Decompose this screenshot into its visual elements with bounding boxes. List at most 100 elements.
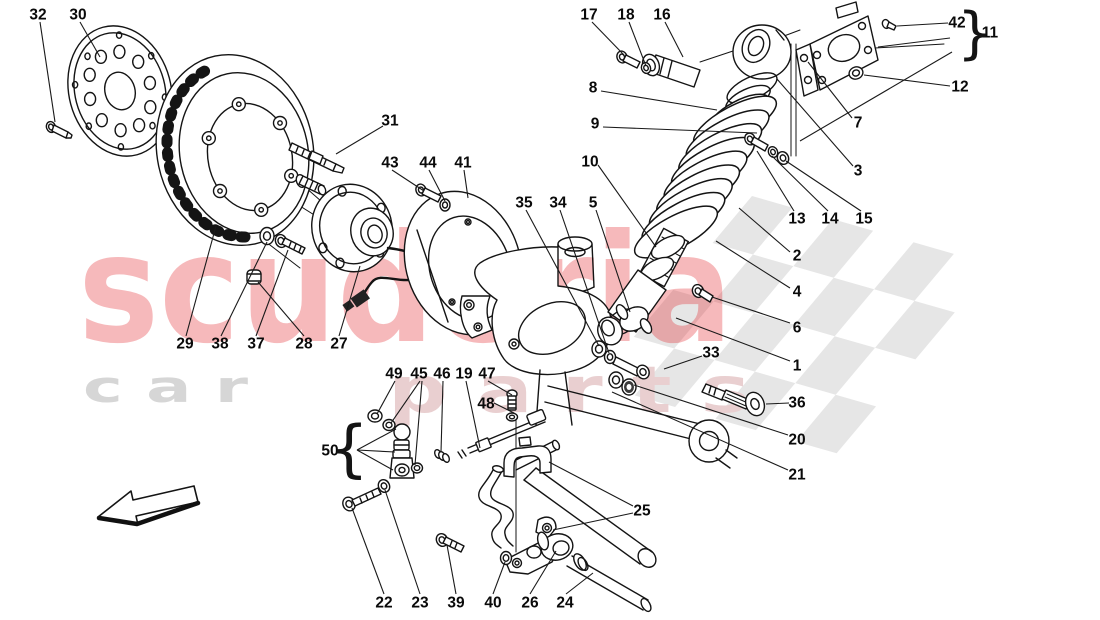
callout-leader-24 — [565, 572, 594, 595]
callout-21: 21 — [788, 467, 806, 484]
callout-16: 16 — [653, 7, 671, 24]
flag-cell — [633, 289, 714, 349]
callout-37: 37 — [247, 336, 264, 353]
callout-leader-44 — [428, 169, 446, 202]
callout-46: 46 — [433, 366, 451, 383]
callout-leader-8 — [600, 90, 718, 111]
callout-23: 23 — [411, 595, 429, 612]
callout-39: 39 — [447, 595, 465, 612]
callout-15: 15 — [855, 211, 873, 228]
flag-cell — [874, 242, 954, 301]
callout-leader-10 — [597, 164, 657, 248]
flag-cell — [795, 336, 876, 395]
brand-watermark-sub-left: c a r — [83, 362, 248, 413]
arm-pivot-hardware — [591, 340, 766, 417]
wheel-stud — [288, 142, 345, 196]
callout-19: 19 — [455, 366, 473, 383]
flange-bolt — [45, 120, 73, 139]
callout-10: 10 — [581, 154, 598, 171]
callout-leader-23 — [384, 489, 421, 595]
mount-bolt-washers — [744, 132, 790, 166]
callout-leader-45 — [390, 380, 421, 424]
callout-22: 22 — [375, 595, 392, 612]
callout-leader-45 — [414, 380, 423, 466]
callout-leader-42 — [896, 22, 949, 27]
callout-leader-37 — [255, 249, 289, 337]
callout-49: 49 — [385, 366, 403, 383]
clamp-stud — [505, 389, 519, 422]
callout-leader-11 — [877, 37, 951, 48]
flag-cell — [875, 300, 955, 360]
callout-leader-6 — [711, 296, 791, 324]
callout-50: 50 — [321, 443, 338, 460]
wheel-hub — [311, 183, 394, 273]
callout-leader-50 — [356, 428, 397, 451]
callout-leader-7 — [807, 61, 853, 119]
callout-leader-48 — [493, 402, 515, 414]
flag-cell — [713, 254, 794, 314]
callout-11: 11 — [982, 25, 999, 42]
callout-leader-17 — [591, 21, 625, 56]
callout-8: 8 — [589, 80, 598, 97]
brace-1: } — [957, 1, 993, 66]
callout-leader-12 — [863, 74, 951, 87]
flag-cell — [794, 277, 875, 337]
direction-arrow — [96, 485, 201, 527]
callout-leader-29 — [185, 225, 217, 337]
callout-leader-49 — [376, 380, 396, 415]
flag-cell — [634, 348, 715, 407]
callout-leader-30 — [79, 21, 101, 58]
shock-bolt — [691, 283, 714, 303]
lower-control-arm — [523, 385, 738, 568]
callout-leader-43 — [391, 169, 425, 192]
callout-2: 2 — [793, 248, 802, 265]
callout-24: 24 — [556, 595, 574, 612]
callout-leader-28 — [257, 281, 305, 337]
callout-48: 48 — [477, 396, 495, 413]
callout-leader-13 — [756, 150, 795, 212]
brace-2: { — [329, 412, 368, 485]
callout-5: 5 — [589, 195, 598, 212]
callout-leader-1 — [675, 317, 791, 362]
callout-42: 42 — [948, 15, 965, 32]
callout-47: 47 — [478, 366, 495, 383]
callout-17: 17 — [580, 7, 597, 24]
drop-link — [367, 408, 547, 479]
callout-leader-39 — [446, 544, 457, 595]
callout-20: 20 — [788, 432, 805, 449]
callout-25: 25 — [633, 503, 651, 520]
shock-body — [597, 227, 689, 346]
callout-leader-5 — [595, 209, 631, 313]
callout-45: 45 — [410, 366, 428, 383]
callout-9: 9 — [591, 116, 600, 133]
callout-leader-38 — [220, 241, 268, 337]
suspension-upright — [459, 236, 612, 426]
callout-14: 14 — [821, 211, 839, 228]
callout-leader-47 — [487, 380, 513, 396]
callout-7: 7 — [854, 115, 863, 132]
callout-36: 36 — [788, 395, 806, 412]
callout-33: 33 — [702, 345, 720, 362]
flag-cell — [714, 313, 795, 372]
callout-leader-26 — [529, 550, 557, 595]
clamp-bolt-washer — [435, 532, 513, 566]
callout-44: 44 — [419, 155, 437, 172]
callout-leader-41 — [463, 169, 469, 199]
callout-leader-4 — [715, 240, 791, 289]
callout-leader-31 — [335, 125, 384, 155]
callout-leader-34 — [559, 209, 610, 354]
callout-leader-16 — [664, 21, 684, 58]
callout-leader-18 — [628, 21, 647, 67]
flag-cell — [793, 219, 874, 278]
callout-leader-50 — [356, 449, 394, 471]
brake-disc — [155, 54, 315, 246]
callout-leader-15 — [785, 160, 862, 212]
callout-12: 12 — [951, 79, 968, 96]
callout-41: 41 — [454, 155, 472, 172]
callout-leader-19 — [465, 380, 481, 449]
shock-absorber — [725, 24, 792, 114]
callout-1: 1 — [793, 358, 802, 375]
callout-4: 4 — [793, 284, 802, 301]
callout-31: 31 — [381, 113, 399, 130]
upper-joint — [616, 50, 701, 88]
